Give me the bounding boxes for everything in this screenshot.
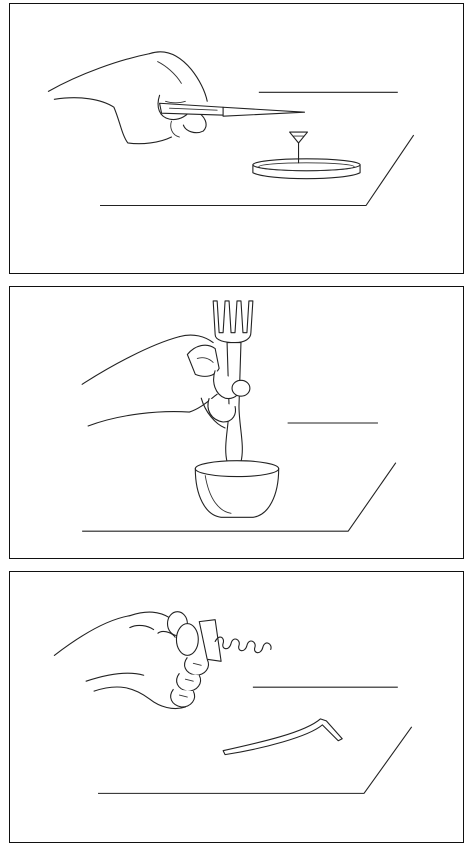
corkscrew-icon (215, 637, 271, 653)
panel-fork (9, 286, 464, 559)
panel-corkscrew-illustration (10, 572, 463, 842)
panel-corkscrew (9, 571, 464, 843)
table-surface (100, 135, 414, 205)
table-surface (98, 727, 412, 794)
knife-icon (160, 103, 305, 116)
panel-knife-illustration (10, 4, 463, 273)
petri-dish-icon (253, 132, 360, 179)
panel-fork-illustration (10, 287, 463, 558)
hand-holding-knife-illustration (48, 52, 207, 144)
hand-holding-corkscrew-illustration (54, 612, 221, 709)
curved-strip-icon (223, 719, 342, 755)
hand-holding-fork-illustration (82, 335, 250, 428)
panel-knife (9, 3, 464, 274)
bowl-icon (195, 461, 278, 518)
